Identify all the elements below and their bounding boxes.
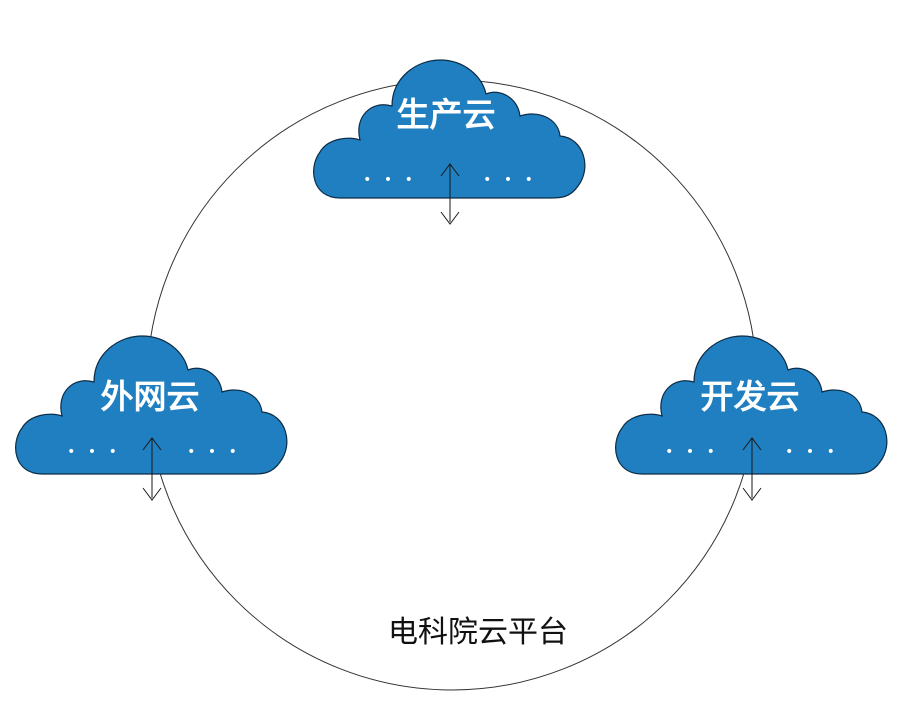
- bidirectional-arrow-icon: [742, 437, 762, 501]
- dots-right: • • •: [483, 172, 537, 188]
- cloud-label: 生产云: [397, 95, 496, 134]
- cloud-production[interactable]: 生产云 • • • • • •: [313, 59, 586, 225]
- platform-label: 电科院云平台: [388, 615, 568, 650]
- cloud-development[interactable]: 开发云 • • • • • •: [615, 335, 888, 501]
- dots-right: • • •: [785, 444, 839, 460]
- dots-left: • • •: [67, 444, 121, 460]
- dots-left: • • •: [665, 444, 719, 460]
- cloud-label: 外网云: [101, 377, 200, 416]
- cloud-label: 开发云: [701, 377, 800, 416]
- dots-left: • • •: [363, 172, 417, 188]
- cloud-external[interactable]: 外网云 • • • • • •: [15, 335, 288, 501]
- bidirectional-arrow-icon: [142, 437, 162, 501]
- bidirectional-arrow-icon: [440, 163, 460, 225]
- dots-right: • • •: [187, 444, 241, 460]
